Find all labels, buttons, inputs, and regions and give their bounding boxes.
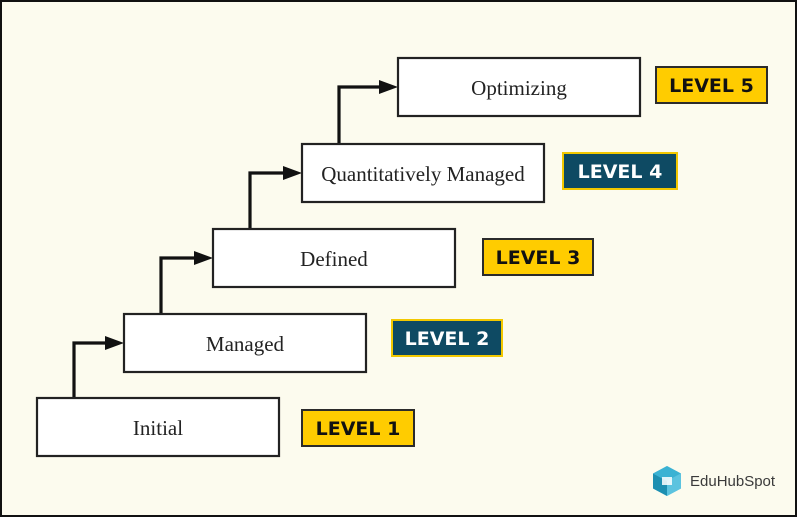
connector-arrow-1-to-2 xyxy=(72,336,124,398)
step-box-defined: Defined xyxy=(211,227,457,289)
step-label-optimizing: Optimizing xyxy=(471,76,567,100)
level-badge-1: LEVEL 1 xyxy=(301,409,415,447)
step-box-optimizing: Optimizing xyxy=(396,56,642,118)
step-box-initial: Initial xyxy=(35,396,281,458)
level-badge-3: LEVEL 3 xyxy=(482,238,594,276)
connector-arrow-3-to-4 xyxy=(248,166,302,229)
step-box-managed: Managed xyxy=(122,312,368,374)
edu-hub-spot-logo-icon xyxy=(653,466,681,496)
level-badge-5: LEVEL 5 xyxy=(655,66,768,104)
step-label-initial: Initial xyxy=(133,416,183,440)
step-label-managed: Managed xyxy=(206,332,285,356)
brand-name: EduHubSpot xyxy=(690,472,776,490)
level-badge-4: LEVEL 4 xyxy=(562,152,678,190)
level-badge-label-1: LEVEL 1 xyxy=(316,418,401,440)
level-badge-label-5: LEVEL 5 xyxy=(669,75,754,97)
step-label-quantitatively-managed: Quantitatively Managed xyxy=(321,162,525,186)
level-badge-2: LEVEL 2 xyxy=(391,319,503,357)
level-badge-label-2: LEVEL 2 xyxy=(405,328,490,350)
step-label-defined: Defined xyxy=(300,247,368,271)
level-badge-label-3: LEVEL 3 xyxy=(496,247,581,269)
brand: EduHubSpot xyxy=(650,465,775,497)
connector-arrow-4-to-5 xyxy=(337,80,398,144)
connector-arrow-2-to-3 xyxy=(159,251,213,314)
level-badge-label-4: LEVEL 4 xyxy=(578,161,663,183)
step-box-quantitatively-managed: Quantitatively Managed xyxy=(300,142,546,204)
